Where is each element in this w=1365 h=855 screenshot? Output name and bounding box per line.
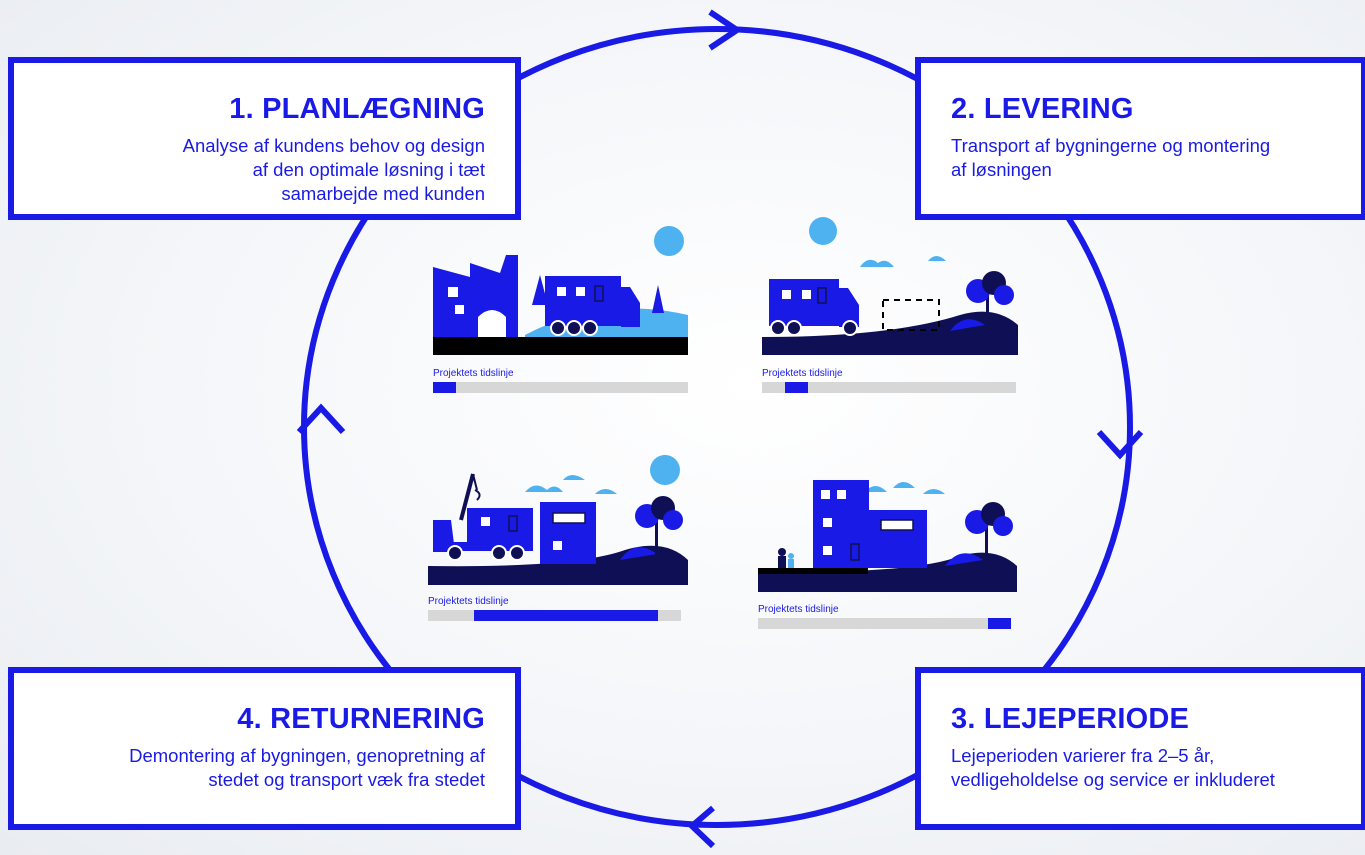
sun-icon	[654, 226, 684, 256]
step-title: 1. PLANLÆGNING	[229, 93, 485, 125]
hill-icon	[950, 319, 985, 331]
tree-icon	[966, 271, 1014, 325]
timeline-progress	[433, 382, 456, 393]
timeline-label: Projektets tidslinje	[762, 368, 843, 379]
crane-scene	[428, 455, 688, 585]
step-description-line: af løsningen	[951, 159, 1052, 180]
step-description-line: stedet og transport væk fra stedet	[208, 769, 485, 790]
step-planning-box: 1. PLANLÆGNING Analyse af kundens behov …	[8, 57, 521, 220]
cloud-icon	[893, 482, 915, 488]
step-description-line: vedligeholdelse og service er inkluderet	[951, 769, 1275, 790]
cloud-icon	[865, 486, 887, 492]
cloud-icon	[563, 475, 585, 480]
crane-icon	[459, 473, 481, 521]
arrow-down-icon	[1096, 429, 1144, 460]
step-description: Transport af bygningerne og montering af…	[951, 134, 1341, 182]
truck-icon	[545, 276, 640, 336]
step-description-line: Lejeperioden varierer fra 2–5 år,	[951, 745, 1215, 766]
sun-icon	[809, 217, 837, 245]
timeline-label: Projektets tidslinje	[433, 368, 514, 379]
hill-icon	[945, 553, 983, 566]
step-description: Lejeperioden varierer fra 2–5 år, vedlig…	[951, 744, 1341, 792]
step-description: Analyse af kundens behov og design af de…	[34, 134, 485, 206]
arrow-right-icon	[708, 9, 743, 51]
timeline-track	[762, 382, 1016, 393]
people-icon	[778, 548, 794, 568]
tree-icon	[965, 502, 1013, 563]
sun-icon	[650, 455, 680, 485]
delivery-scene	[762, 217, 1018, 355]
step-description-line: Analyse af kundens behov og design	[182, 135, 485, 156]
timeline-track	[758, 618, 1011, 629]
step-description-line: af den optimale løsning i tæt	[252, 159, 485, 180]
step-description-line: Transport af bygningerne og montering	[951, 135, 1271, 156]
cloud-icon	[923, 489, 945, 494]
timeline-progress	[473, 610, 659, 621]
step-title: 3. LEJEPERIODE	[951, 703, 1190, 735]
timeline-progress	[784, 382, 808, 393]
truck-icon	[433, 508, 533, 561]
factory-scene	[433, 226, 688, 355]
building-icon	[813, 480, 927, 568]
step-description-line: Demontering af bygningen, genopretning a…	[129, 745, 485, 766]
timeline-progress	[988, 618, 1011, 629]
step-delivery-box: 2. LEVERING Transport af bygningerne og …	[915, 57, 1365, 220]
step-description: Demontering af bygningen, genopretning a…	[34, 744, 485, 792]
placeholder-module-icon	[882, 299, 940, 331]
arrow-up-icon	[296, 403, 346, 435]
tree-icon	[532, 275, 548, 305]
tree-icon	[635, 496, 683, 556]
cloud-icon	[860, 259, 894, 267]
timeline-track	[433, 382, 688, 393]
building-icon	[540, 502, 596, 564]
tree-icon	[652, 285, 664, 313]
truck-icon	[769, 279, 859, 336]
timeline-label: Projektets tidslinje	[758, 604, 839, 615]
step-return-box: 4. RETURNERING Demontering af bygningen,…	[8, 667, 521, 830]
cloud-icon	[595, 489, 617, 494]
cloud-icon	[928, 256, 946, 261]
step-rental-box: 3. LEJEPERIODE Lejeperioden varierer fra…	[915, 667, 1365, 830]
step-description-line: samarbejde med kunden	[281, 183, 485, 204]
step-title: 4. RETURNERING	[237, 703, 485, 735]
arrow-left-icon	[687, 805, 716, 849]
timeline-label: Projektets tidslinje	[428, 596, 509, 607]
cloud-icon	[525, 485, 563, 492]
hill-icon	[620, 547, 657, 560]
building-scene	[758, 480, 1017, 592]
step-title: 2. LEVERING	[951, 93, 1134, 125]
timeline-track	[428, 610, 681, 621]
